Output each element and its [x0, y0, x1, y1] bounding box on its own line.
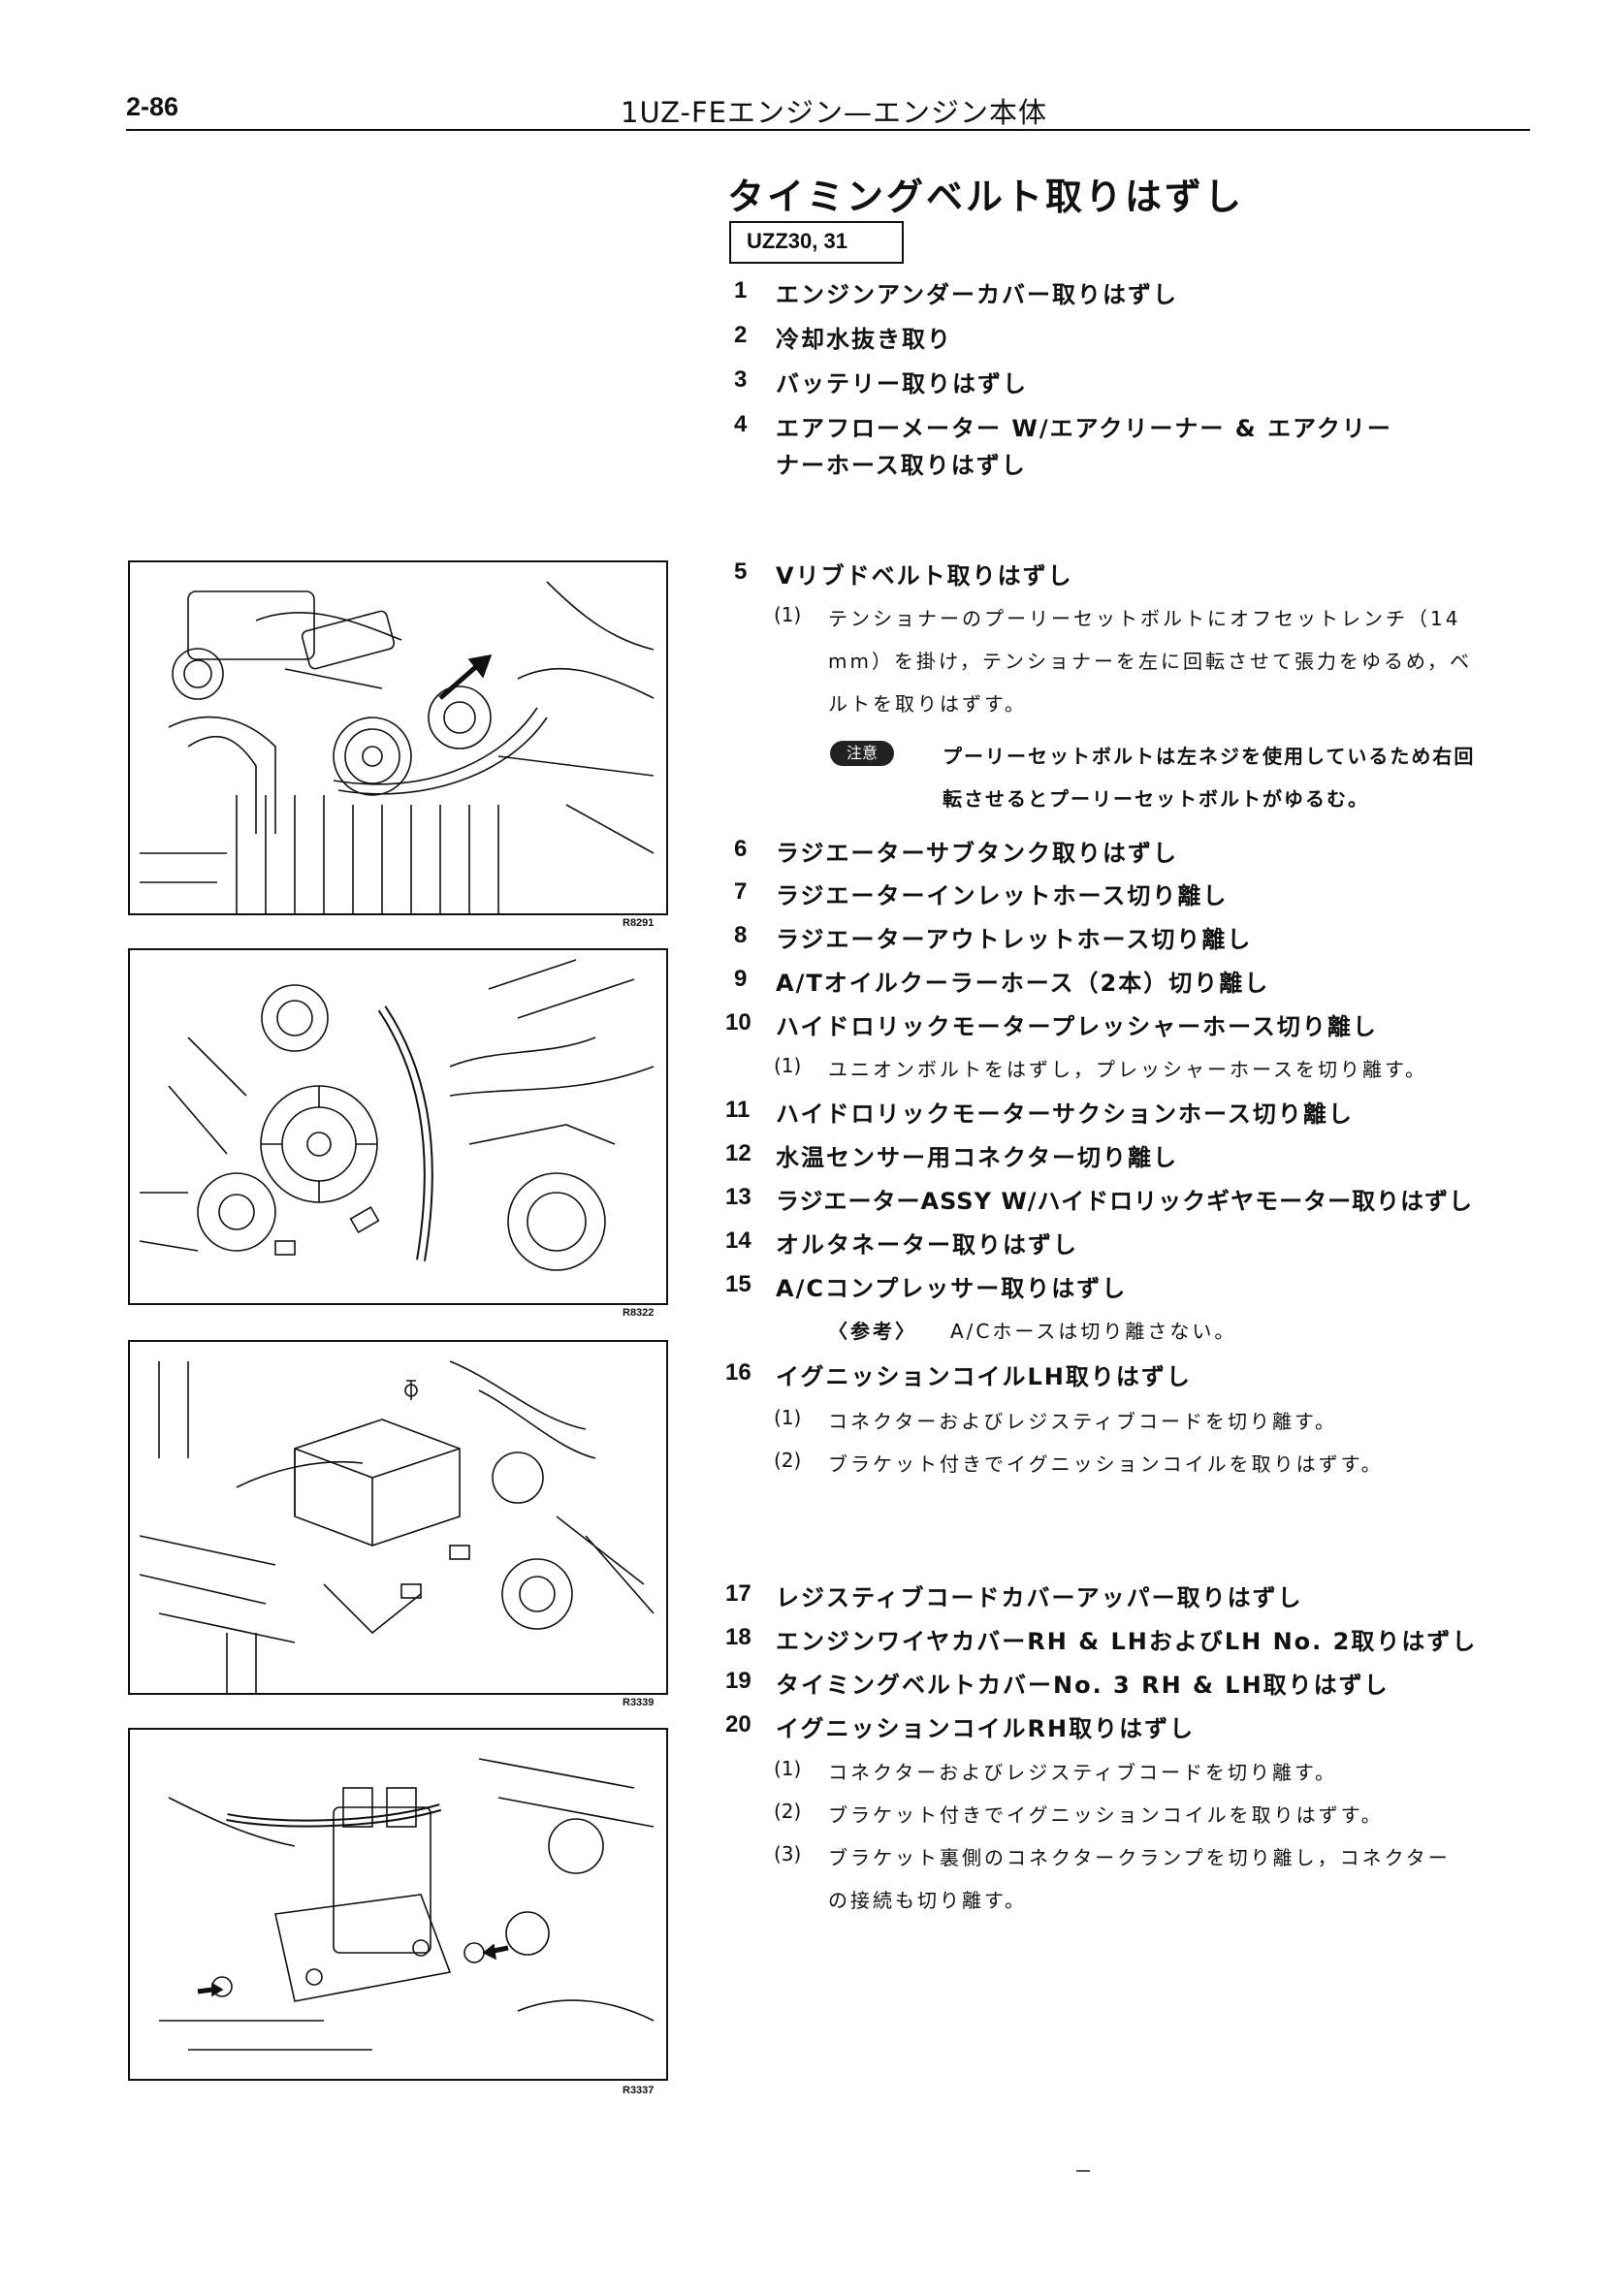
step-number: 19 [725, 1668, 751, 1694]
step-text: ラジエーターインレットホース切り離し [776, 882, 1229, 909]
substep-text: ルトを取りはずす。 [828, 692, 1027, 716]
step-number: 1 [734, 277, 748, 303]
step-number: 16 [725, 1359, 751, 1386]
model-box [729, 221, 904, 264]
substep-number: (2) [774, 1449, 802, 1472]
step-number: 14 [725, 1228, 751, 1254]
step-text: エンジンワイヤカバーRH & LHおよびLH No. 2取りはずし [776, 1628, 1478, 1655]
step-number: 6 [734, 836, 748, 862]
step-text: ハイドロリックモーターサクションホース切り離し [776, 1100, 1354, 1128]
figure-code: R3337 [623, 2085, 655, 2096]
step-text-continued: ナーホース取りはずし [776, 452, 1027, 479]
step-text: 水温センサー用コネクター切り離し [776, 1144, 1179, 1171]
step-text: レジスティブコードカバーアッパー取りはずし [776, 1584, 1303, 1611]
figure-belt-tensioner [128, 560, 668, 915]
step-text: オルタネーター取りはずし [776, 1231, 1078, 1259]
substep-text: ユニオンボルトをはずし，プレッシャーホースを切り離す。 [828, 1058, 1427, 1081]
substep-text: コネクターおよびレジスティブコードを切り離す。 [828, 1761, 1337, 1784]
substep-number: (2) [774, 1800, 802, 1823]
figure-ignition-coil-lh [128, 1340, 668, 1695]
step-text: ラジエーターASSY W/ハイドロリックギヤモーター取りはずし [776, 1188, 1474, 1215]
caution-text: 転させるとプーリーセットボルトがゆるむ。 [943, 787, 1369, 811]
figure-code: R3339 [623, 1697, 655, 1708]
step-text: タイミングベルトカバーNo. 3 RH & LH取りはずし [776, 1672, 1390, 1699]
step-number: 12 [725, 1140, 751, 1166]
step-text: ハイドロリックモータープレッシャーホース切り離し [776, 1013, 1378, 1040]
step-text: ラジエーターアウトレットホース切り離し [776, 926, 1253, 953]
step-number: 15 [725, 1271, 751, 1297]
substep-text: ブラケット裏側のコネクタークランプを切り離し，コネクター [828, 1846, 1451, 1869]
step-number: 13 [725, 1184, 751, 1210]
figure-ignition-coil-rh [128, 1728, 668, 2081]
substep-text: テンショナーのプーリーセットボルトにオフセットレンチ（14 [828, 607, 1461, 630]
substep-text: コネクターおよびレジスティブコードを切り離す。 [828, 1410, 1337, 1433]
step-number: 20 [725, 1711, 751, 1738]
substep-number: (1) [774, 1054, 802, 1077]
substep-text: の接続も切り離す。 [828, 1889, 1027, 1912]
reference-text: A/Cホースは切り離さない。 [950, 1320, 1237, 1343]
substep-number: (1) [774, 1757, 802, 1780]
figure-code: R8322 [623, 1307, 655, 1319]
step-text: バッテリー取りはずし [776, 370, 1028, 398]
step-number: 5 [734, 558, 748, 585]
step-text: イグニッションコイルLH取りはずし [776, 1363, 1192, 1390]
footer-mark [1076, 2170, 1090, 2172]
step-number: 8 [734, 922, 748, 948]
reference-label: 〈参考〉 [828, 1320, 917, 1343]
substep-text: mm）を掛け，テンショナーを左に回転させて張力をゆるめ，ベ [828, 650, 1472, 673]
section-title: タイミングベルト取りはずし [727, 175, 1245, 218]
chapter-title: 1UZ-FEエンジン—エンジン本体 [621, 96, 1047, 129]
step-number: 2 [734, 322, 748, 348]
page-number: 2-86 [126, 92, 179, 121]
substep-number: (1) [774, 603, 802, 626]
substep-text: ブラケット付きでイグニッションコイルを取りはずす。 [828, 1803, 1384, 1827]
step-text: 冷却水抜き取り [776, 326, 952, 353]
figure-code: R8291 [623, 917, 655, 929]
step-number: 9 [734, 966, 748, 992]
header-rule [126, 129, 1530, 131]
step-text: ラジエーターサブタンク取りはずし [776, 840, 1179, 867]
step-number: 4 [734, 411, 748, 437]
caution-badge: 注意 [830, 741, 894, 766]
figure-pulleys-hose [128, 948, 668, 1305]
step-text: エンジンアンダーカバー取りはずし [776, 281, 1179, 308]
substep-text: ブラケット付きでイグニッションコイルを取りはずす。 [828, 1452, 1384, 1476]
step-number: 11 [725, 1097, 751, 1123]
step-text: エアフローメーター W/エアクリーナー & エアクリー [776, 415, 1392, 442]
step-number: 18 [725, 1624, 751, 1650]
step-text: A/Cコンプレッサー取りはずし [776, 1275, 1128, 1302]
step-number: 3 [734, 367, 748, 393]
model-code: UZZ30, 31 [747, 229, 847, 253]
caution-text: プーリーセットボルトは左ネジを使用しているため右回 [943, 745, 1476, 768]
step-number: 7 [734, 878, 748, 905]
step-number: 10 [725, 1009, 751, 1036]
step-text: A/Tオイルクーラーホース（2本）切り離し [776, 970, 1270, 997]
step-number: 17 [725, 1580, 751, 1607]
substep-number: (1) [774, 1406, 802, 1429]
step-text: イグニッションコイルRH取りはずし [776, 1715, 1196, 1742]
step-text: Vリブドベルト取りはずし [776, 562, 1073, 590]
substep-number: (3) [774, 1842, 802, 1866]
